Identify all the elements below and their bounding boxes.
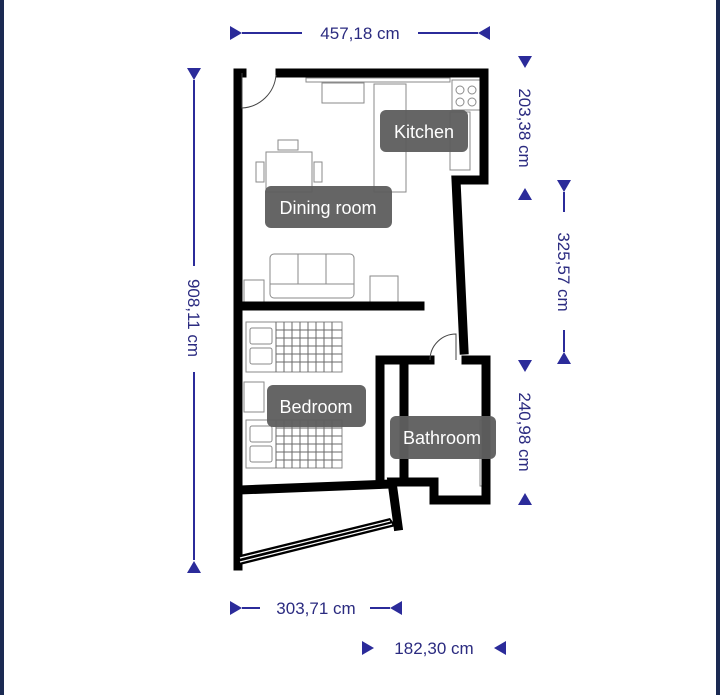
room-label-text: Kitchen <box>394 122 454 142</box>
doors <box>241 73 457 361</box>
dimension-label: 303,71 cm <box>276 599 355 618</box>
side-table <box>243 279 265 303</box>
burner-icon <box>467 97 477 107</box>
kitchen-sink <box>321 82 365 104</box>
bathroom-door <box>429 333 457 361</box>
arrow-up-icon <box>518 188 532 200</box>
bedspread-pattern <box>275 322 342 468</box>
arrow-down-icon <box>187 68 201 80</box>
arrow-up-icon <box>187 561 201 573</box>
pillow <box>249 347 273 365</box>
chair <box>313 161 323 183</box>
pillow <box>249 425 273 443</box>
walls <box>233 68 491 571</box>
screen-edge-right <box>716 0 720 695</box>
dimension-label: 325,57 cm <box>554 232 573 311</box>
chair <box>255 161 265 183</box>
dimension-label: 908,11 cm <box>184 279 203 357</box>
nightstand <box>243 381 265 413</box>
chair <box>277 139 299 151</box>
arrow-left-icon <box>494 641 506 655</box>
arrow-up-icon <box>518 493 532 505</box>
dimension-middle-right: 325,57 cm <box>554 180 573 364</box>
dimension-label: 203,38 cm <box>515 88 534 167</box>
kitchen-counter <box>305 77 451 83</box>
room-label-text: Bedroom <box>279 397 352 417</box>
dimension-left-height: 908,11 cm <box>184 68 203 573</box>
stove <box>451 79 481 111</box>
dimension-top-width: 457,18 cm <box>230 24 490 43</box>
dimension-bathroom-depth: 240,98 cm <box>515 360 534 505</box>
dimension-kitchen-depth: 203,38 cm <box>515 56 534 200</box>
dimension-label: 182,30 cm <box>394 639 473 658</box>
arrow-right-icon <box>230 601 242 615</box>
room-label-bedroom: Bedroom <box>267 385 366 427</box>
pillow <box>249 327 273 345</box>
dimension-label: 457,18 cm <box>320 24 399 43</box>
arrow-down-icon <box>557 180 571 192</box>
burner-icon <box>455 85 465 95</box>
arrow-left-icon <box>478 26 490 40</box>
room-label-bathroom: Bathroom <box>390 416 496 459</box>
dimension-bottom-right-width: 182,30 cm <box>362 639 506 658</box>
arrow-right-icon <box>362 641 374 655</box>
arrow-left-icon <box>390 601 402 615</box>
armchair <box>369 275 399 303</box>
balcony <box>236 518 396 566</box>
arrow-down-icon <box>518 360 532 372</box>
pillow <box>249 445 273 463</box>
arrow-up-icon <box>557 352 571 364</box>
room-label-dining-room: Dining room <box>265 186 392 228</box>
arrow-right-icon <box>230 26 242 40</box>
entry-door <box>241 73 277 109</box>
sofa <box>269 253 355 299</box>
bed <box>245 321 343 373</box>
screen-edge-left <box>0 0 4 695</box>
burner-icon <box>467 85 477 95</box>
arrow-down-icon <box>518 56 532 68</box>
room-label-text: Bathroom <box>403 428 481 448</box>
room-label-kitchen: Kitchen <box>380 110 468 152</box>
room-label-text: Dining room <box>279 198 376 218</box>
dimension-label: 240,98 cm <box>515 392 534 471</box>
burner-icon <box>455 97 465 107</box>
dimension-bottom-left-width: 303,71 cm <box>230 599 402 618</box>
